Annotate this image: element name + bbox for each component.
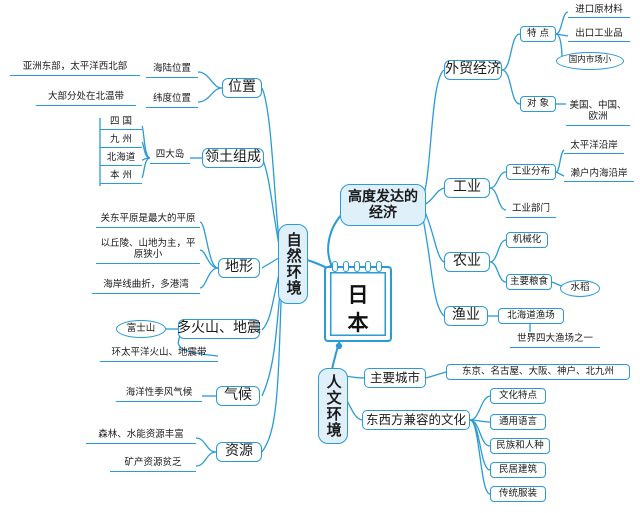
rice: 水稻 <box>560 280 600 297</box>
binder-ring-icon <box>365 261 371 272</box>
import-raw-materials: 进口原材料 <box>568 4 630 18</box>
center-node-japan: 日本 <box>324 261 392 342</box>
binder-ring-icon <box>354 261 360 272</box>
mount-fuji: 富士山 <box>116 320 166 338</box>
foreign-trade-node: 外贸经济 <box>444 60 502 80</box>
residential-architecture: 民居建筑 <box>490 462 546 478</box>
latitude-detail: 大部分处在北温带 <box>36 90 136 106</box>
latitude-position: 纬度位置 <box>146 92 198 108</box>
inland-sea-coast: 濑户内海沿岸 <box>564 168 634 182</box>
trade-partners: 对 象 <box>520 96 556 112</box>
center-label: 日本 <box>347 281 369 335</box>
island-shikoku: 四 国 <box>100 116 142 130</box>
four-islands: 四大岛 <box>150 148 190 164</box>
industry-distribution: 工业分布 <box>506 164 556 180</box>
major-cities-node: 主要城市 <box>364 368 426 388</box>
industry-node: 工业 <box>444 178 490 198</box>
resources-node: 资源 <box>216 442 262 462</box>
world-four-fishing-grounds: 世界四大渔场之一 <box>510 332 600 348</box>
island-kyushu: 九 州 <box>100 134 142 148</box>
export-industrial-goods: 出口工业品 <box>568 28 630 42</box>
volcano-belt: 环太平洋火山、地震带 <box>100 346 218 362</box>
sea-land-position: 海陆位置 <box>146 62 198 78</box>
main-grain: 主要粮食 <box>506 274 552 290</box>
location-node: 位置 <box>222 78 262 98</box>
traditional-clothing: 传统服装 <box>490 486 546 502</box>
ethnicity-race: 民族和人种 <box>490 438 550 454</box>
terrain-node: 地形 <box>218 258 260 278</box>
category-natural-environment: 自然环境 <box>278 224 308 304</box>
binder-ring-icon <box>332 261 338 272</box>
fishery-node: 渔业 <box>444 306 488 326</box>
terrain-hilly: 以丘陵、山地为主，平原狭小 <box>96 236 200 264</box>
category-economy: 高度发达的经济 <box>340 184 426 226</box>
domestic-market-small: 国内市场小 <box>556 52 624 70</box>
resources-poor: 矿产资源贫乏 <box>110 456 196 472</box>
climate-detail: 海洋性季风气候 <box>116 386 202 402</box>
mechanization: 机械化 <box>506 232 548 248</box>
common-language: 通用语言 <box>490 414 546 430</box>
trade-partner-list: 美国、中国、欧洲 <box>566 98 630 126</box>
climate-node: 气候 <box>216 386 260 406</box>
agriculture-node: 农业 <box>444 252 490 272</box>
hokkaido-fishing-ground: 北海道渔场 <box>498 308 564 324</box>
volcano-earthquake-node: 多火山、地震 <box>177 319 261 339</box>
culture-features: 文化特点 <box>490 388 546 404</box>
largest-plain: 关东平原是最大的平原 <box>96 212 200 228</box>
island-honshu: 本 州 <box>100 170 142 184</box>
island-hokkaido: 北海道 <box>100 152 142 166</box>
binder-ring-icon <box>376 261 382 272</box>
resources-rich: 森林、水能资源丰富 <box>86 428 196 444</box>
major-cities-list: 东京、名古屋、大阪、神户、北九州 <box>446 364 630 380</box>
pacific-coast: 太平洋沿岸 <box>564 140 624 154</box>
territory-node: 领土组成 <box>202 148 264 168</box>
category-human-environment: 人文环境 <box>318 368 348 444</box>
industry-sectors: 工业部门 <box>506 202 556 218</box>
trade-features: 特 点 <box>520 26 556 42</box>
terrain-coast: 海岸线曲折，多港湾 <box>92 278 200 294</box>
binder-ring-icon <box>343 261 349 272</box>
culture-node: 东西方兼容的文化 <box>362 410 470 430</box>
sea-land-detail: 亚洲东部，太平洋西北部 <box>10 60 140 76</box>
